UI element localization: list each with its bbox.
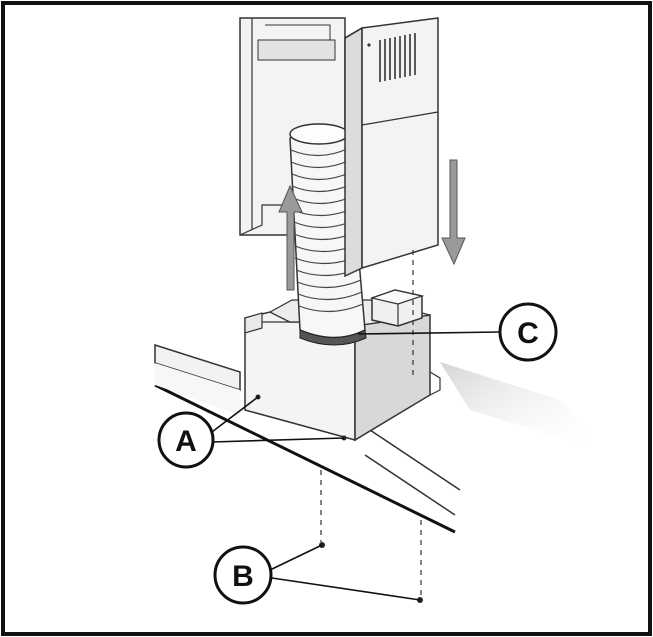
leader-lines: [207, 331, 501, 601]
alignment-guides: [320, 250, 422, 598]
callout-b-label: B: [232, 560, 254, 593]
ceiling-edge-line: [154, 383, 456, 534]
callout-a: A: [157, 411, 215, 469]
floor-shadow: [440, 362, 600, 450]
ceiling-back-line-2: [364, 454, 456, 516]
front-chimney-cover: [344, 17, 439, 278]
ceiling-back-line: [369, 429, 461, 491]
arrow-down-icon: [441, 159, 466, 266]
callout-b: B: [213, 545, 273, 605]
callout-c: C: [498, 302, 558, 362]
arrow-up-icon: [278, 184, 303, 291]
ceiling-surface: [155, 363, 240, 415]
vent-grille: [379, 33, 416, 82]
callout-c-label: C: [517, 317, 539, 350]
callout-a-label: A: [175, 425, 197, 458]
junction-box: [369, 289, 425, 327]
